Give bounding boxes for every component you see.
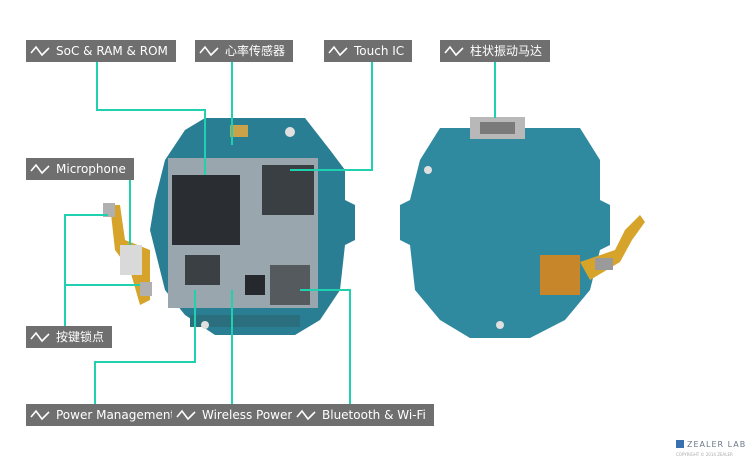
logo-mark-icon bbox=[676, 440, 684, 448]
label-heart-rate: 心率传感器 bbox=[195, 40, 294, 62]
label-text: Bluetooth & Wi-Fi bbox=[322, 408, 426, 422]
label-vibration-motor: 柱状振动马达 bbox=[440, 40, 551, 62]
back-board bbox=[400, 117, 645, 338]
logo-brand: ZEALER bbox=[687, 440, 725, 449]
pulse-wave-icon bbox=[296, 409, 316, 421]
zealer-lab-logo: ZEALER LAB bbox=[676, 440, 746, 449]
front-board bbox=[150, 118, 355, 335]
leader-power-management bbox=[94, 290, 196, 404]
leader-soc bbox=[96, 62, 206, 175]
label-text: 柱状振动马达 bbox=[470, 44, 543, 58]
leader-touch-ic bbox=[290, 62, 373, 171]
label-soc: SoC & RAM & ROM bbox=[26, 40, 176, 62]
label-text: Wireless Power bbox=[202, 408, 293, 422]
label-touch-ic: Touch IC bbox=[324, 40, 413, 62]
pulse-wave-icon bbox=[30, 409, 50, 421]
pulse-wave-icon bbox=[30, 331, 50, 343]
leader-button-top bbox=[64, 214, 108, 326]
pulse-wave-icon bbox=[30, 163, 50, 175]
label-text: SoC & RAM & ROM bbox=[56, 44, 168, 58]
leader-bluetooth bbox=[300, 289, 351, 404]
label-text: Power Management bbox=[56, 408, 176, 422]
label-bluetooth-wifi: Bluetooth & Wi-Fi bbox=[292, 404, 434, 426]
label-microphone: Microphone bbox=[26, 158, 134, 180]
label-text: Microphone bbox=[56, 162, 126, 176]
label-wireless-power: Wireless Power bbox=[172, 404, 301, 426]
pulse-wave-icon bbox=[444, 45, 464, 57]
pulse-wave-icon bbox=[30, 45, 50, 57]
label-power-management: Power Management bbox=[26, 404, 184, 426]
label-text: 按键锁点 bbox=[56, 330, 105, 344]
label-text: Touch IC bbox=[354, 44, 405, 58]
label-button-contacts: 按键锁点 bbox=[26, 326, 113, 348]
pulse-wave-icon bbox=[176, 409, 196, 421]
pulse-wave-icon bbox=[328, 45, 348, 57]
logo-sub: LAB bbox=[727, 440, 747, 449]
pulse-wave-icon bbox=[199, 45, 219, 57]
button-flex bbox=[103, 203, 152, 305]
copyright: COPYRIGHT © 2014 ZEALER bbox=[676, 452, 733, 457]
label-text: 心率传感器 bbox=[225, 44, 286, 58]
